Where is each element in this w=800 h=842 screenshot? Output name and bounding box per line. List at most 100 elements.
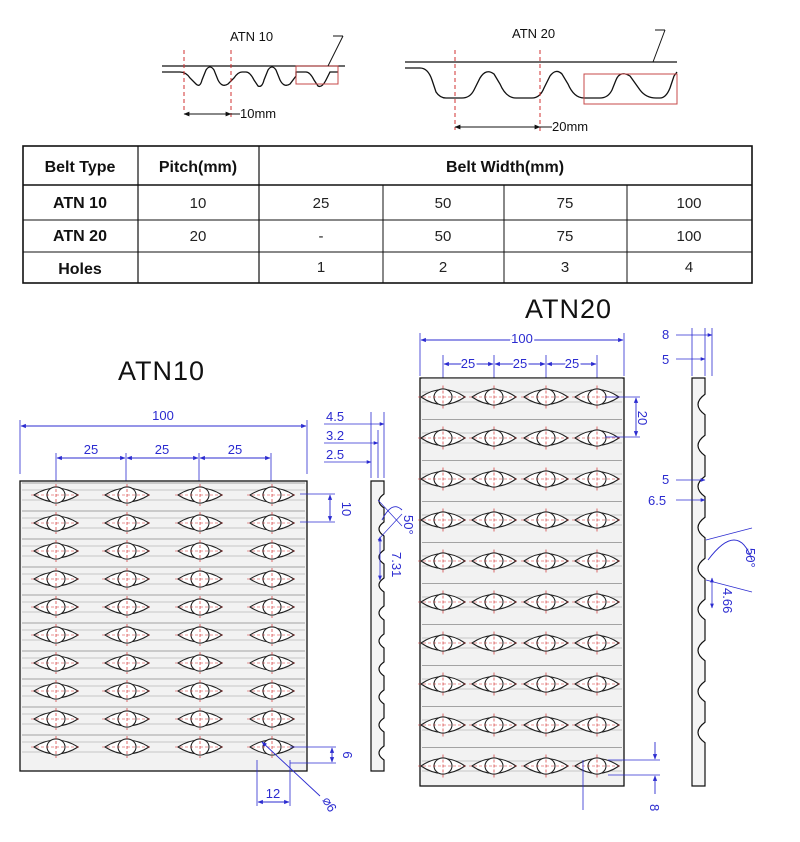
belt-hole bbox=[31, 680, 81, 702]
atn10-pitch-label: 10mm bbox=[240, 106, 276, 121]
hole-row bbox=[418, 419, 622, 450]
hole-row bbox=[418, 747, 622, 778]
row-width: 4 bbox=[685, 259, 693, 276]
atn10-width-label: 100 bbox=[152, 408, 174, 423]
header-pitch: Pitch(mm) bbox=[159, 159, 237, 176]
atn20-side-profile bbox=[691, 377, 706, 787]
atn10-side-d3: 2.5 bbox=[326, 447, 344, 462]
atn10-angle-arc bbox=[381, 506, 403, 521]
belt-hole bbox=[469, 754, 519, 778]
atn20-side-d4: 6.5 bbox=[648, 493, 666, 508]
belt-hole bbox=[247, 652, 297, 674]
belt-hole bbox=[418, 754, 468, 778]
row-pitch: 10 bbox=[190, 195, 207, 212]
hole-row bbox=[418, 542, 622, 573]
belt-hole bbox=[418, 549, 468, 573]
row-width: 1 bbox=[317, 259, 325, 276]
hole-row bbox=[22, 566, 305, 590]
atn20-profile: ATN 20 20mm bbox=[405, 26, 678, 134]
atn20-side-d2: 5 bbox=[662, 352, 669, 367]
atn20-side-d3: 5 bbox=[662, 472, 669, 487]
atn10-spacing-label: 25 bbox=[155, 442, 169, 457]
hole-row bbox=[418, 706, 622, 737]
table-frame bbox=[22, 145, 753, 284]
belt-hole bbox=[175, 540, 225, 562]
atn10-hole-dia-label: ⌀6 bbox=[319, 794, 340, 815]
atn20-edge-label: 8 bbox=[647, 804, 662, 811]
atn20-diagram: ATN20 100 25 25 25 20 8 8 5 bbox=[418, 294, 758, 811]
belt-hole bbox=[521, 754, 571, 778]
hole-row bbox=[22, 706, 305, 730]
belt-hole bbox=[521, 713, 571, 737]
hole-row bbox=[418, 665, 622, 696]
belt-hole bbox=[521, 508, 571, 532]
hole-row bbox=[418, 501, 622, 532]
belt-hole bbox=[102, 484, 152, 506]
atn20-angle-label: 50° bbox=[743, 548, 758, 568]
belt-hole bbox=[31, 624, 81, 646]
atn20-spacing-label: 25 bbox=[461, 356, 475, 371]
belt-hole bbox=[418, 426, 468, 450]
atn10-profile: ATN 10 10mm bbox=[162, 29, 345, 121]
belt-hole bbox=[31, 568, 81, 590]
row-type: Holes bbox=[58, 261, 102, 278]
belt-hole bbox=[572, 426, 622, 450]
hole-row bbox=[22, 594, 305, 618]
belt-hole bbox=[247, 680, 297, 702]
row-width: - bbox=[319, 228, 324, 245]
belt-hole bbox=[521, 549, 571, 573]
row-width: 50 bbox=[435, 228, 452, 245]
belt-hole bbox=[31, 596, 81, 618]
atn20-profile-label: ATN 20 bbox=[512, 26, 555, 41]
belt-hole bbox=[418, 631, 468, 655]
belt-hole bbox=[418, 713, 468, 737]
atn10-profile-highlight bbox=[295, 65, 339, 85]
atn20-profile-teeth bbox=[405, 67, 678, 99]
belt-hole bbox=[572, 713, 622, 737]
belt-hole bbox=[175, 624, 225, 646]
belt-hole bbox=[102, 736, 152, 758]
atn20-tooth-label: 4.66 bbox=[720, 588, 735, 613]
atn10-angle-label: 50° bbox=[401, 515, 416, 535]
belt-hole bbox=[31, 512, 81, 534]
belt-hole bbox=[521, 385, 571, 409]
atn20-angle-arc bbox=[707, 539, 753, 561]
row-width: 25 bbox=[313, 195, 330, 212]
belt-hole bbox=[521, 590, 571, 614]
belt-hole bbox=[102, 568, 152, 590]
row-width: 100 bbox=[676, 195, 701, 212]
belt-hole bbox=[521, 426, 571, 450]
atn10-side-d1: 4.5 bbox=[326, 409, 344, 424]
belt-hole bbox=[247, 512, 297, 534]
belt-hole bbox=[102, 652, 152, 674]
row-pitch: 20 bbox=[190, 228, 207, 245]
belt-hole bbox=[572, 631, 622, 655]
belt-hole bbox=[247, 540, 297, 562]
belt-hole bbox=[418, 590, 468, 614]
belt-hole bbox=[102, 596, 152, 618]
belt-hole bbox=[102, 708, 152, 730]
belt-hole bbox=[572, 754, 622, 778]
atn10-profile-teeth bbox=[162, 66, 338, 88]
belt-hole bbox=[247, 624, 297, 646]
hole-row bbox=[22, 538, 305, 562]
row-width: 2 bbox=[439, 259, 447, 276]
atn20-pitch-label: 20mm bbox=[552, 119, 588, 134]
header-belt-type: Belt Type bbox=[45, 159, 116, 176]
atn10-hole-dia-leader bbox=[261, 741, 321, 797]
atn10-spacing-label: 25 bbox=[228, 442, 242, 457]
belt-hole bbox=[175, 596, 225, 618]
belt-hole bbox=[469, 385, 519, 409]
hole-row bbox=[418, 460, 622, 491]
belt-hole bbox=[469, 631, 519, 655]
row-width: 75 bbox=[557, 228, 574, 245]
atn10-spacing-label: 25 bbox=[84, 442, 98, 457]
row-width: 75 bbox=[557, 195, 574, 212]
atn10-profile-leader bbox=[327, 35, 344, 67]
belt-table: Belt Type Pitch(mm) Belt Width(mm) ATN 1… bbox=[22, 145, 753, 284]
belt-hole bbox=[247, 596, 297, 618]
belt-hole bbox=[418, 467, 468, 491]
belt-hole bbox=[102, 624, 152, 646]
belt-hole bbox=[175, 736, 225, 758]
